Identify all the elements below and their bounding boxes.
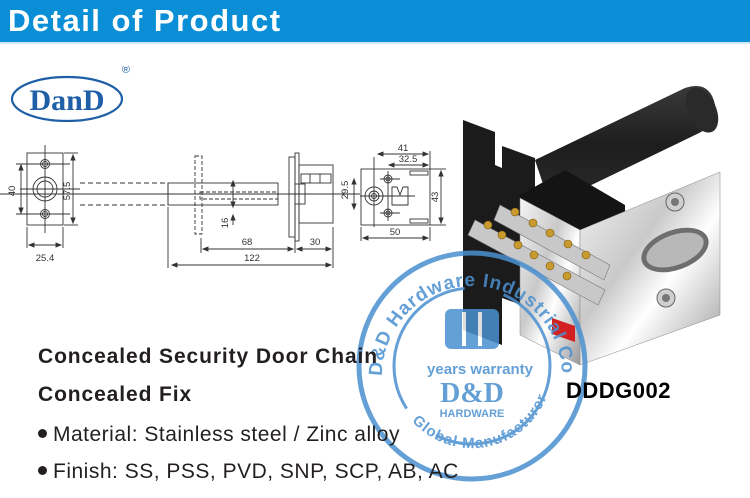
spec-finish: Finish: SS, PSS, PVD, SNP, SCP, AB, AC: [38, 460, 459, 484]
bullet-icon: [38, 428, 47, 438]
stamp-brand-sub: HARDWARE: [440, 408, 505, 420]
dim-57-5: 57.5: [62, 182, 73, 201]
spec-finish-label: Finish:: [53, 460, 119, 483]
product-photo: [463, 86, 721, 366]
technical-drawing: 40 57.5 25.4 16 68 3: [0, 143, 446, 268]
dim-68: 68: [242, 237, 253, 248]
dim-43: 43: [430, 192, 441, 203]
watermark-stamp: D&D Hardware Industrial Co.,Ltd Global M…: [352, 246, 588, 482]
header-banner: Detail of Product: [0, 0, 750, 44]
spec-material-value: Stainless steel / Zinc alloy: [144, 423, 400, 446]
side-view: [0, 152, 360, 268]
dim-16: 16: [220, 218, 231, 229]
dim-122: 122: [244, 253, 260, 264]
dim-30: 30: [310, 237, 321, 248]
front-view: [16, 145, 80, 248]
spec-material-label: Material:: [53, 423, 139, 446]
product-subtitle: Concealed Fix: [38, 383, 193, 406]
end-view: [360, 151, 446, 241]
product-title: Concealed Security Door Chain: [38, 345, 379, 368]
door-icon: [445, 309, 499, 349]
stamp-warranty: years warranty: [427, 361, 534, 378]
model-number: DDDG002: [566, 378, 671, 403]
spec-material: Material: Stainless steel / Zinc alloy: [38, 423, 400, 447]
dim-32-5: 32.5: [399, 154, 418, 165]
bullet-icon: [38, 465, 47, 475]
dim-40: 40: [7, 186, 18, 197]
dim-50: 50: [390, 227, 401, 238]
logo-text: DanD: [29, 84, 104, 117]
dim-25-4: 25.4: [36, 253, 55, 264]
page-title: Detail of Product: [8, 3, 282, 38]
dim-41: 41: [398, 143, 409, 154]
spec-finish-value: SS, PSS, PVD, SNP, SCP, AB, AC: [124, 460, 459, 483]
registered-mark-icon: ®: [122, 66, 130, 76]
brand-logo: DanD ®: [10, 66, 130, 122]
dim-29-5: 29.5: [340, 181, 351, 200]
stamp-brand: D&D: [440, 378, 504, 409]
